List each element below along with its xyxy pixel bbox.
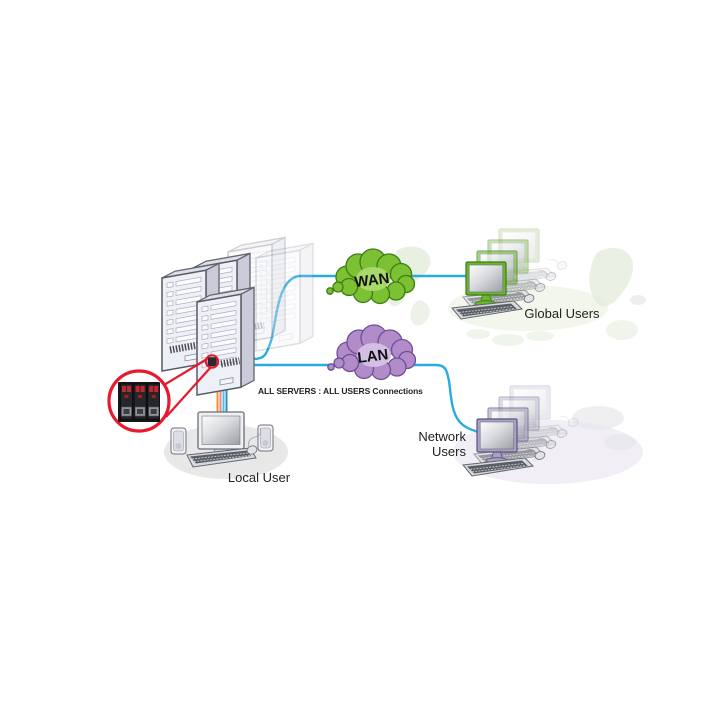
magnifier-callout	[107, 354, 220, 433]
lan-cloud: LAN	[327, 324, 417, 381]
network-users-label-line2: Users	[432, 444, 466, 459]
network-users-group: Network Users	[418, 385, 580, 477]
kvm-port-ring	[204, 354, 220, 369]
kvm-module-1	[120, 383, 133, 420]
connections-caption: ALL SERVERS : ALL USERS Connections	[258, 386, 423, 396]
local-user-label: Local User	[228, 470, 291, 485]
local-keyboard	[186, 447, 257, 468]
lan-label: LAN	[357, 346, 390, 367]
wan-cloud: WAN	[326, 248, 416, 305]
callout-line-top	[163, 358, 208, 386]
global-users-group: Global Users	[451, 228, 600, 321]
local-user-group: Local User	[170, 411, 291, 485]
kvm-module-3	[147, 383, 160, 420]
server-tower-faded-2	[255, 242, 314, 352]
server-vent-front	[220, 357, 241, 368]
lan-cable	[242, 363, 479, 434]
server-rack-group	[161, 236, 314, 396]
local-mouse	[246, 445, 258, 455]
mouse-cable	[248, 427, 262, 448]
speaker-right	[257, 424, 274, 452]
server-tower-front	[196, 286, 255, 396]
kvm-port	[207, 357, 217, 367]
kvm-module-2	[133, 383, 147, 420]
global-users-label: Global Users	[524, 306, 600, 321]
kvm-device-detail	[118, 382, 160, 422]
wan-label: WAN	[354, 270, 391, 291]
speaker-left	[170, 427, 187, 455]
callout-line-bottom	[165, 366, 212, 418]
network-users-label-line1: Network	[418, 429, 466, 444]
